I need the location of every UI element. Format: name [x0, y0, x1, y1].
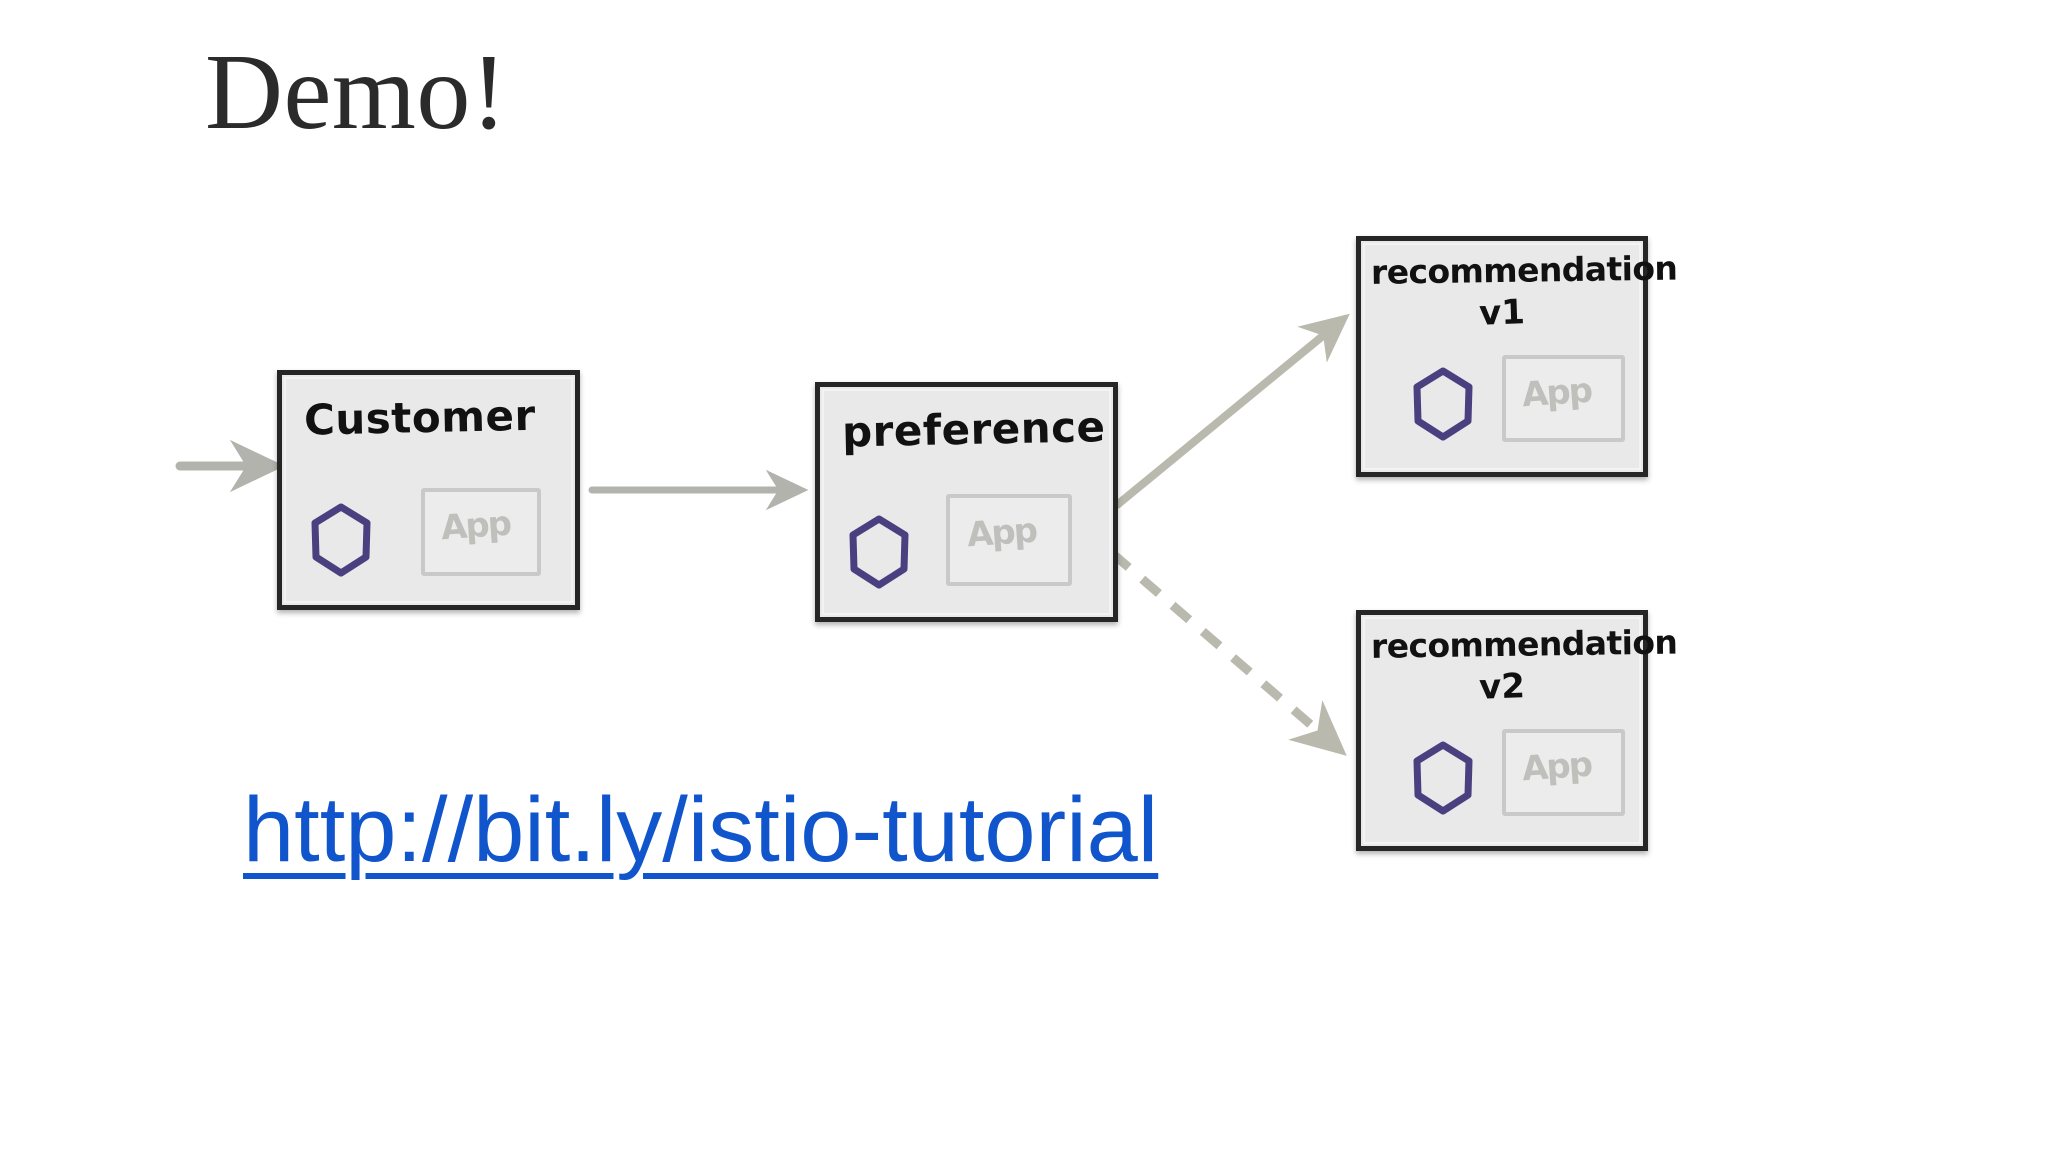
- service-version-recommendation-v1: v1: [1478, 292, 1526, 334]
- service-title-recommendation-v1: recommendation: [1370, 248, 1678, 292]
- page-title: Demo!: [205, 33, 508, 152]
- service-box-recommendation-v1[interactable]: recommendation v1 App: [1356, 236, 1678, 477]
- hexagon-icon: [310, 503, 372, 577]
- service-box-preference[interactable]: preference App: [815, 382, 1118, 622]
- tutorial-link[interactable]: http://bit.ly/istio-tutorial: [243, 779, 1159, 881]
- app-label: App: [1520, 744, 1593, 790]
- service-title-customer: Customer: [303, 390, 537, 445]
- hexagon-icon: [848, 515, 910, 589]
- arrow-preference-to-recommendation-v1: [1113, 313, 1350, 509]
- app-container-customer: App: [421, 488, 541, 576]
- arrow-preference-to-recommendation-v2: [1109, 549, 1347, 756]
- hexagon-icon: [1412, 741, 1474, 815]
- app-container-preference: App: [946, 494, 1072, 586]
- hexagon-icon: [1412, 367, 1474, 441]
- app-label: App: [965, 510, 1037, 556]
- app-container-recommendation-v1: App: [1502, 355, 1625, 442]
- service-title-recommendation-v2: recommendation: [1370, 622, 1678, 666]
- service-box-customer[interactable]: Customer App: [277, 370, 580, 610]
- service-box-recommendation-v2[interactable]: recommendation v2 App: [1356, 610, 1678, 851]
- service-version-recommendation-v2: v2: [1478, 666, 1526, 708]
- service-title-preference: preference: [841, 402, 1106, 457]
- app-container-recommendation-v2: App: [1502, 729, 1625, 816]
- app-label: App: [439, 504, 511, 549]
- app-label: App: [1520, 370, 1593, 416]
